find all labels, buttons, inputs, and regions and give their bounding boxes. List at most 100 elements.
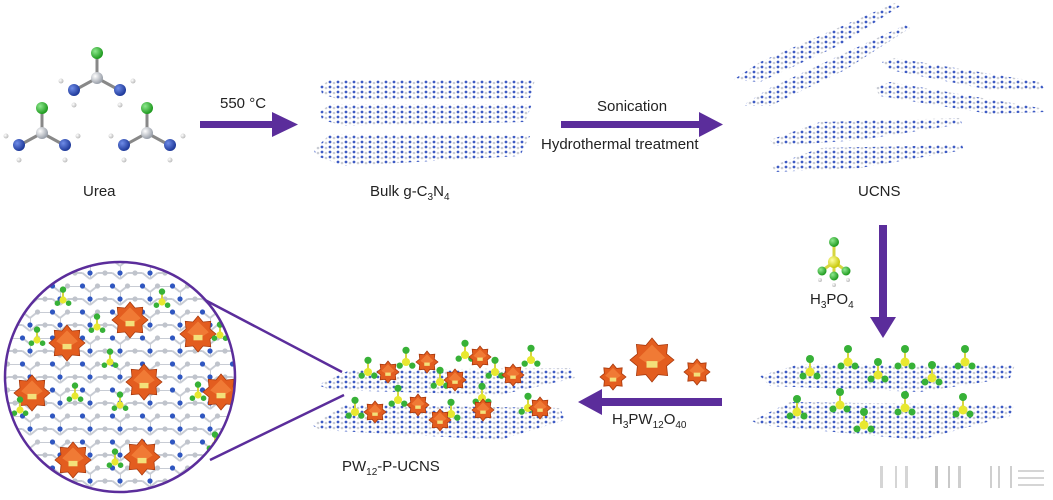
- graphitic-sheet: [320, 80, 535, 100]
- phosphate-group: [829, 388, 851, 413]
- polyoxometalate-cluster: [528, 396, 552, 420]
- phosphated-sheet: [752, 402, 1014, 440]
- label-subscript: 3: [622, 420, 629, 431]
- phosphate-group: [894, 345, 916, 370]
- phosphate-group: [11, 396, 29, 417]
- phosphate-group: [894, 391, 916, 416]
- urea-molecule: [3, 102, 81, 163]
- phosphate-group: [88, 313, 106, 334]
- phosphate-group: [388, 384, 408, 407]
- phosphate-group: [952, 393, 974, 418]
- phosphate-group: [921, 361, 943, 386]
- phosphate-group: [66, 382, 84, 403]
- phosphate-group: [867, 358, 889, 383]
- phosphate-group: [954, 345, 976, 370]
- label-subscript: 4: [848, 300, 854, 311]
- label-text: PW: [628, 411, 653, 428]
- arrow-sonication: [561, 112, 723, 137]
- arrow-550c: [200, 112, 298, 137]
- urea-molecule: [108, 102, 186, 163]
- label-pw12-p-ucns: PW12-P-UCNS: [342, 458, 440, 478]
- magnified-view: [3, 260, 237, 494]
- phosphate-group: [786, 395, 808, 420]
- phosphate-group: [518, 392, 538, 415]
- label-text: H: [612, 411, 623, 428]
- label-h3pw12o40: H3PW12O40: [612, 411, 687, 431]
- nanosheet: [770, 118, 962, 146]
- label-ucns: UCNS: [858, 183, 901, 200]
- h3po4-molecule: [817, 237, 851, 287]
- watermark: [880, 466, 1044, 488]
- polyoxometalate-cluster: [683, 358, 711, 386]
- polyoxometalate-cluster: [376, 360, 400, 384]
- phosphate-group: [837, 345, 859, 370]
- bulk-g-c3n4-sheets: [314, 80, 535, 166]
- graphitic-sheet: [314, 134, 530, 166]
- label-subscript: 3: [820, 300, 827, 311]
- phosphate-group: [430, 366, 450, 389]
- phosphate-group: [345, 396, 365, 419]
- label-step-550c: 550 °C: [220, 95, 267, 112]
- arrow-h3po4: [870, 225, 896, 338]
- polyoxometalate-cluster: [202, 373, 235, 411]
- polyoxometalate-cluster: [13, 374, 51, 412]
- label-urea: Urea: [83, 183, 116, 200]
- label-bulk-g-c3n4: Bulk g-C3N4: [370, 183, 450, 203]
- polyoxometalate-cluster: [443, 368, 467, 392]
- phosphate-groups: [786, 345, 976, 433]
- polyoxometalate-cluster: [629, 337, 675, 383]
- label-subscript: 12: [652, 420, 664, 431]
- label-text: N: [433, 183, 444, 200]
- label-sonication: Sonication: [597, 98, 668, 115]
- phosphate-group: [54, 286, 72, 307]
- polyoxometalate-cluster: [406, 393, 430, 417]
- nanosheet: [882, 58, 1045, 90]
- polyoxometalate-cluster: [428, 408, 452, 432]
- phosphate-group: [485, 356, 505, 379]
- polyoxometalate-cluster: [468, 345, 492, 369]
- polyoxometalate-cluster: [415, 350, 439, 374]
- polyoxometalate-cluster: [179, 315, 217, 353]
- polyoxometalate-cluster: [501, 363, 525, 387]
- phosphate-group: [853, 408, 875, 433]
- label-text: O: [663, 411, 676, 428]
- nanosheet: [733, 3, 902, 82]
- label-subscript: 40: [675, 420, 687, 431]
- label-subscript: 4: [443, 192, 450, 203]
- nanosheet: [742, 25, 910, 106]
- label-text: PW: [342, 458, 367, 475]
- label-h3po4: H3PO4: [810, 291, 854, 311]
- label-text: -P-UCNS: [377, 458, 440, 475]
- phosphate-group: [101, 348, 119, 369]
- label-subscript: 3: [427, 192, 434, 203]
- urea-molecule: [58, 47, 136, 108]
- polyoxometalate-cluster: [48, 324, 86, 362]
- label-text: H: [810, 291, 821, 308]
- graphitic-sheet: [320, 104, 532, 126]
- nanosheet: [772, 145, 964, 172]
- phosphate-group: [396, 346, 416, 369]
- phosphate-group: [153, 288, 171, 309]
- h3pw12o40-clusters: [599, 337, 711, 391]
- polyoxometalate-cluster: [125, 363, 163, 401]
- polyoxometalate-cluster: [123, 438, 161, 476]
- label-subscript: 12: [366, 467, 378, 478]
- phosphate-group: [521, 344, 541, 367]
- polyoxometalate-cluster: [599, 363, 627, 391]
- polyoxometalate-cluster: [111, 301, 149, 339]
- urea-molecules: [3, 47, 186, 163]
- label-hydrothermal: Hydrothermal treatment: [541, 136, 699, 153]
- polyoxometalate-cluster: [54, 441, 92, 479]
- magnifier-ring: [3, 260, 237, 494]
- label-text: Bulk g-C: [370, 183, 428, 200]
- composite-clusters: [345, 339, 552, 432]
- phosphate-group: [799, 355, 821, 380]
- phosphate-group: [106, 448, 124, 469]
- polyoxometalate-cluster: [471, 398, 495, 422]
- arrow-h3pw12o40: [578, 389, 722, 415]
- magnifier-connector: [204, 298, 345, 462]
- nanosheet: [875, 82, 1045, 114]
- p-ucns-sheets: [752, 364, 1015, 440]
- ucns-sheets: [733, 3, 1045, 172]
